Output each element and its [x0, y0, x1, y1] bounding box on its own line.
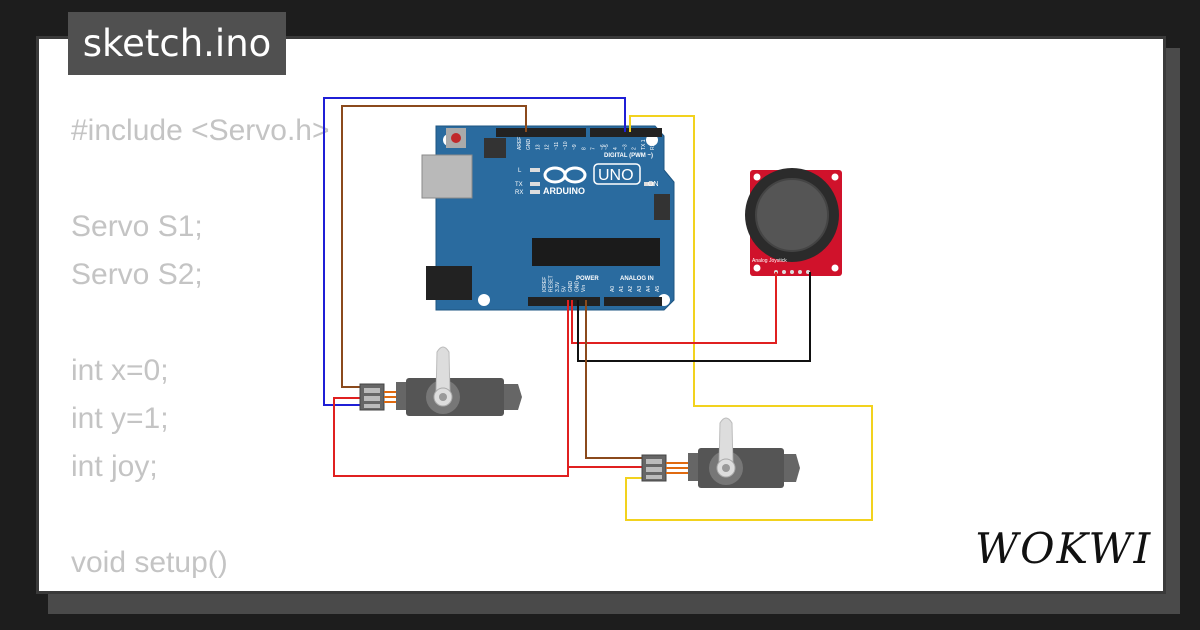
arduino-uno-board[interactable]: ARDUINO UNO DIGITAL (PWM ~) POWER ANALOG…	[421, 125, 675, 311]
reset-button	[451, 133, 461, 143]
wire-yellow	[625, 115, 873, 521]
top-pin-label: ~11	[554, 142, 560, 150]
power-pin-label: IOREF	[542, 277, 548, 292]
servo-motor-1[interactable]	[359, 346, 522, 416]
top-pin-label: AREF	[517, 137, 523, 150]
board-model-label: UNO	[598, 167, 634, 184]
wokwi-logo: WOKWI	[975, 524, 1153, 573]
code-line: Servo S1;	[71, 210, 203, 243]
servo-motor-2[interactable]	[641, 417, 800, 488]
analog-pin-label: A3	[637, 286, 643, 292]
power-pin-label: 5V	[562, 285, 568, 292]
wire-brown-1	[341, 105, 527, 388]
joystick-knob	[755, 178, 829, 252]
usb-port	[421, 154, 473, 199]
analog-header	[604, 297, 662, 306]
top-pin-label: ~10	[563, 141, 569, 150]
analog-label: ANALOG IN	[620, 276, 654, 282]
code-line: void setup()	[71, 546, 228, 579]
atmega-chip	[532, 238, 660, 266]
top-pin-label: GND	[526, 139, 532, 151]
led-rx-label: RX	[515, 190, 523, 196]
analog-pin-label: A0	[610, 286, 616, 292]
top-pin-label: 4	[613, 147, 619, 150]
wire-red-1	[333, 300, 569, 477]
top-pin-label: ~9	[572, 144, 578, 150]
led-tx-label: TX	[515, 182, 523, 188]
wire-black-joystick	[577, 272, 811, 362]
code-preview: #include <Servo.h> Servo S1; Servo S2; i…	[71, 107, 330, 591]
code-line: int joy;	[71, 450, 158, 483]
power-header	[528, 297, 600, 306]
joystick-label: Analog Joystick	[752, 258, 787, 264]
digital-header-right	[590, 128, 662, 137]
power-pin-label: 3.3V	[555, 281, 561, 292]
wire-blue	[323, 97, 626, 406]
top-pin-label: 13	[535, 144, 541, 150]
wire-brown-2	[585, 300, 644, 459]
power-pin-label: GND	[575, 281, 581, 293]
analog-pin-label: A2	[628, 286, 634, 292]
wire-red-joystick	[571, 272, 777, 344]
top-pin-label: 7	[591, 147, 597, 150]
top-pin-label: 8	[581, 147, 587, 150]
power-pin-label: Vin	[581, 285, 587, 292]
board-brand-label: ARDUINO	[543, 186, 585, 196]
code-line: int x=0;	[71, 354, 169, 387]
analog-pin-label: A4	[646, 286, 652, 292]
top-pin-label: TX 1	[641, 139, 647, 150]
power-pin-label: GND	[568, 281, 574, 293]
digital-label: DIGITAL (PWM ~)	[604, 153, 653, 159]
top-pin-label: ~6	[600, 144, 606, 150]
on-label: ON	[648, 181, 659, 188]
top-pin-label: ~5	[604, 144, 610, 150]
code-line: Servo S2;	[71, 258, 203, 291]
digital-header-left	[496, 128, 586, 137]
file-tab[interactable]: sketch.ino	[68, 12, 286, 75]
analog-pin-label: A5	[655, 286, 661, 292]
power-pin-label: RESET	[549, 275, 555, 292]
code-line: int y=1;	[71, 402, 169, 435]
power-jack	[426, 266, 472, 300]
wires	[323, 97, 873, 521]
top-pin-label: ~3	[622, 144, 628, 150]
top-pin-label: 12	[545, 144, 551, 150]
power-label: POWER	[576, 276, 599, 282]
top-pin-label: RX 0	[650, 139, 656, 150]
led-l-label: L	[518, 168, 522, 174]
analog-pin-label: A1	[619, 286, 625, 292]
code-line: #include <Servo.h>	[71, 114, 330, 147]
arduino-logo-icon	[543, 166, 587, 184]
analog-joystick[interactable]: Analog Joystick	[745, 168, 842, 276]
top-pin-label: 2	[632, 147, 638, 150]
